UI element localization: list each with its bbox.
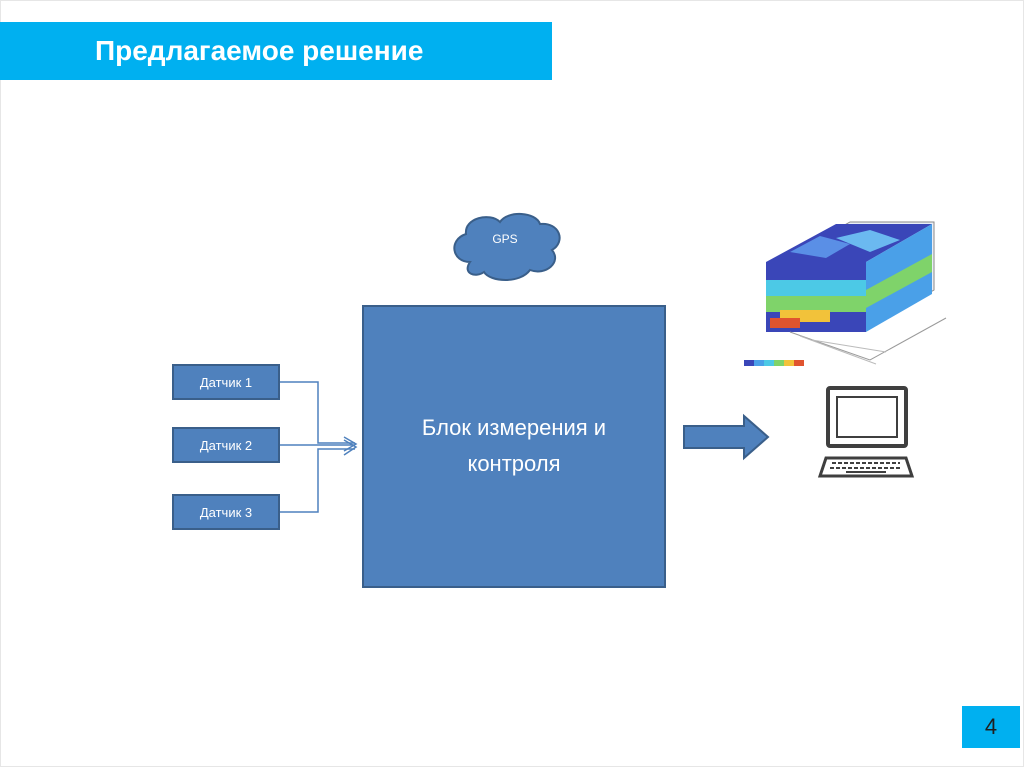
slide-title: Предлагаемое решение xyxy=(95,35,424,66)
gps-cloud-shape xyxy=(453,213,561,281)
page-number: 4 xyxy=(962,706,1020,748)
sensor-1-box: Датчик 1 xyxy=(172,364,280,400)
sensor-3-box: Датчик 3 xyxy=(172,494,280,530)
right-arrow-icon xyxy=(683,413,770,461)
sensor-connectors xyxy=(280,381,358,513)
main-block-line-2: контроля xyxy=(467,451,561,476)
main-block-line-1: Блок измерения и xyxy=(421,415,607,440)
3d-temperature-map-image xyxy=(738,214,950,374)
measurement-control-label: Блок измерения и контроля xyxy=(362,410,666,482)
sensor-2-box: Датчик 2 xyxy=(172,427,280,463)
title-bar xyxy=(0,22,552,80)
measurement-control-block xyxy=(362,305,666,588)
computer-icon xyxy=(817,386,915,478)
gps-label: GPS xyxy=(492,232,518,246)
